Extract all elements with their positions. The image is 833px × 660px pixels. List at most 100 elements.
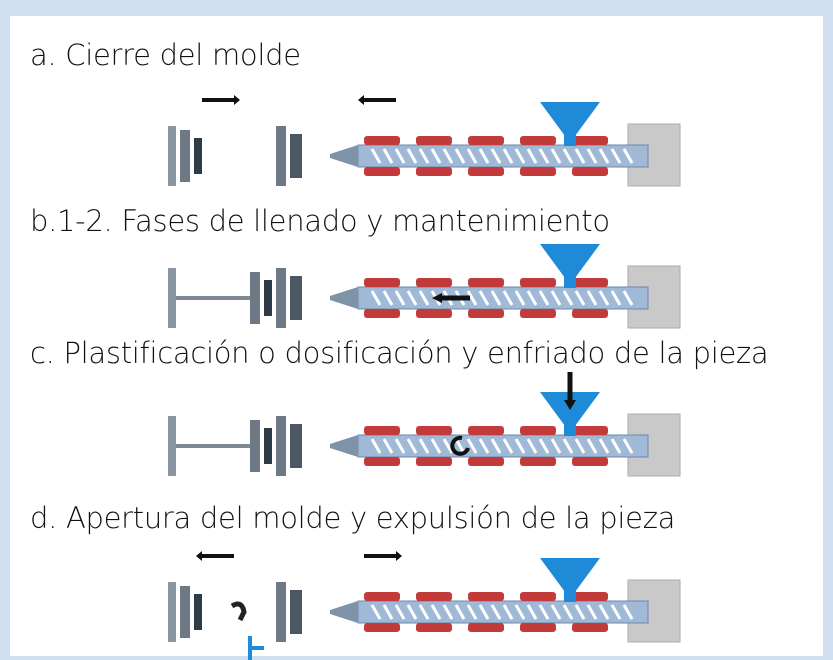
mold-cavity: [194, 138, 202, 174]
screw-flight: [550, 438, 562, 454]
heater-band-top: [468, 426, 504, 435]
screw-flight: [490, 290, 502, 306]
hopper: [540, 102, 600, 136]
screw-flight: [430, 604, 442, 620]
screw-flight: [406, 290, 418, 306]
screw-flight: [370, 438, 382, 454]
stationary-platen: [290, 276, 302, 320]
screw-flight: [610, 290, 622, 306]
ejected-part: [230, 601, 247, 622]
hopper-throat: [564, 276, 576, 288]
heater-band-bottom: [572, 309, 608, 318]
heater-band-bottom: [468, 167, 504, 176]
screw-flight: [562, 290, 574, 306]
heater-band-bottom: [416, 623, 452, 632]
screw-flight: [502, 604, 514, 620]
hopper: [540, 244, 600, 278]
screw-flight: [478, 148, 490, 164]
ejector-pin: [248, 636, 264, 660]
mold-cavity: [264, 280, 272, 316]
screw-flight: [478, 438, 490, 454]
heater-band-bottom: [416, 167, 452, 176]
screw-flight: [574, 604, 586, 620]
mold-half-moving: [180, 130, 190, 182]
screw-flight: [418, 290, 430, 306]
screw-flight: [466, 604, 478, 620]
screw-flight: [586, 148, 598, 164]
screw-flight: [382, 148, 394, 164]
screw-flight: [490, 148, 502, 164]
screw-flight: [538, 148, 550, 164]
screw-flight: [370, 290, 382, 306]
screw-flight: [466, 290, 478, 306]
screw-flight: [406, 438, 418, 454]
screw-flight: [514, 604, 526, 620]
motion-arrow-head: [196, 551, 202, 561]
heater-band-bottom: [468, 457, 504, 466]
heater-band-bottom: [364, 167, 400, 176]
screw-flight: [370, 604, 382, 620]
screw-flight: [514, 438, 526, 454]
screw-flight: [586, 438, 598, 454]
motion-arrow-head: [358, 95, 364, 105]
step-d-label: d. Apertura del molde y expulsión de la …: [30, 501, 676, 535]
screw-flight: [610, 438, 622, 454]
heater-band-top: [520, 426, 556, 435]
screw-flight: [430, 148, 442, 164]
hopper-throat: [564, 590, 576, 602]
screw-flight: [526, 438, 538, 454]
screw-flight: [598, 438, 610, 454]
screw-flight: [418, 438, 430, 454]
screw-flight: [418, 148, 430, 164]
heater-band-bottom: [572, 623, 608, 632]
screw-flight: [622, 148, 634, 164]
mold-half-moving: [250, 420, 260, 472]
nozzle: [330, 601, 358, 623]
screw-flight: [382, 290, 394, 306]
hopper-throat: [564, 134, 576, 146]
screw-flight: [562, 604, 574, 620]
heater-band-top: [364, 426, 400, 435]
machine-step-a: [168, 95, 681, 187]
screw-flight: [478, 290, 490, 306]
heater-band-top: [468, 278, 504, 287]
screw-flight: [418, 604, 430, 620]
screw-flight: [526, 290, 538, 306]
screw-flight: [526, 604, 538, 620]
heater-band-top: [520, 136, 556, 145]
nozzle: [330, 145, 358, 167]
heater-band-bottom: [364, 623, 400, 632]
stationary-platen: [290, 424, 302, 468]
screw-flight: [574, 148, 586, 164]
mold-half-moving: [180, 586, 190, 638]
screw-flight: [442, 148, 454, 164]
heater-band-top: [520, 592, 556, 601]
screw-flight: [538, 604, 550, 620]
screw-flight: [598, 148, 610, 164]
screw-flight: [526, 148, 538, 164]
heater-band-bottom: [468, 309, 504, 318]
mold-half-fixed: [276, 582, 286, 642]
heater-band-bottom: [520, 167, 556, 176]
screw-flight: [454, 604, 466, 620]
screw-flight: [406, 604, 418, 620]
fixed-platen: [168, 416, 176, 476]
screw-flight: [574, 438, 586, 454]
heater-band-top: [572, 278, 608, 287]
screw-flight: [550, 604, 562, 620]
heater-band-bottom: [364, 309, 400, 318]
mold-half-moving: [250, 272, 260, 324]
screw-flight: [562, 438, 574, 454]
screw-flight: [490, 438, 502, 454]
hopper: [540, 558, 600, 592]
screw-flight: [478, 604, 490, 620]
nozzle: [330, 435, 358, 457]
screw-flight: [622, 290, 634, 306]
screw-flight: [550, 148, 562, 164]
screw-flight: [502, 290, 514, 306]
heater-band-top: [416, 136, 452, 145]
screw-flight: [382, 438, 394, 454]
screw-flight: [394, 604, 406, 620]
heater-band-top: [364, 592, 400, 601]
hopper-feed-arrow-head: [564, 400, 576, 410]
